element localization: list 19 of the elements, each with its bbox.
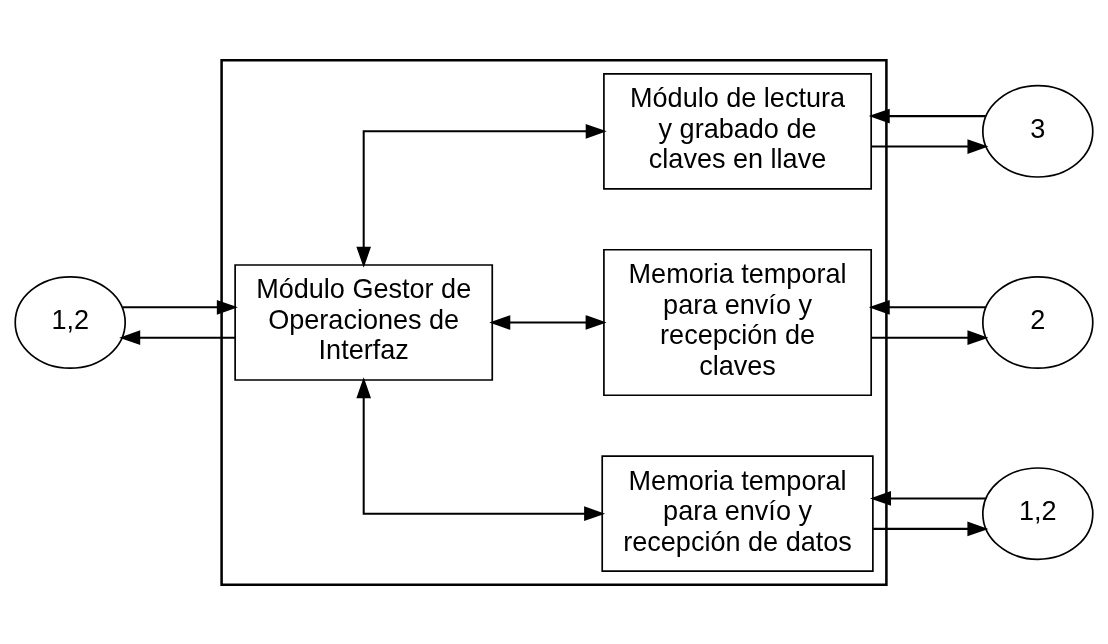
- arrow: [356, 376, 606, 521]
- node-ellipse: 3: [981, 84, 1094, 178]
- arrow: [873, 521, 989, 536]
- arrow: [868, 108, 986, 123]
- arrow: [871, 329, 989, 345]
- arrow: [870, 490, 986, 506]
- node-ellipse: 1,2: [981, 466, 1094, 560]
- arrow: [489, 314, 607, 330]
- node-ellipse: 1,2: [14, 275, 127, 369]
- arrow: [119, 329, 235, 345]
- node-box: Módulo de lectura y grabado de claves en llave: [603, 72, 873, 190]
- arrow: [868, 299, 986, 315]
- arrow: [122, 299, 238, 315]
- node-box: Memoria temporal para envío y recepción de claves: [603, 248, 873, 396]
- node-ellipse: 2: [981, 275, 1094, 369]
- arrow: [871, 138, 989, 154]
- arrow: [356, 123, 607, 268]
- node-box: Memoria temporal para envío y recepción de datos: [601, 454, 874, 572]
- node-box: Módulo Gestor de Operaciones de Interfaz: [234, 263, 494, 381]
